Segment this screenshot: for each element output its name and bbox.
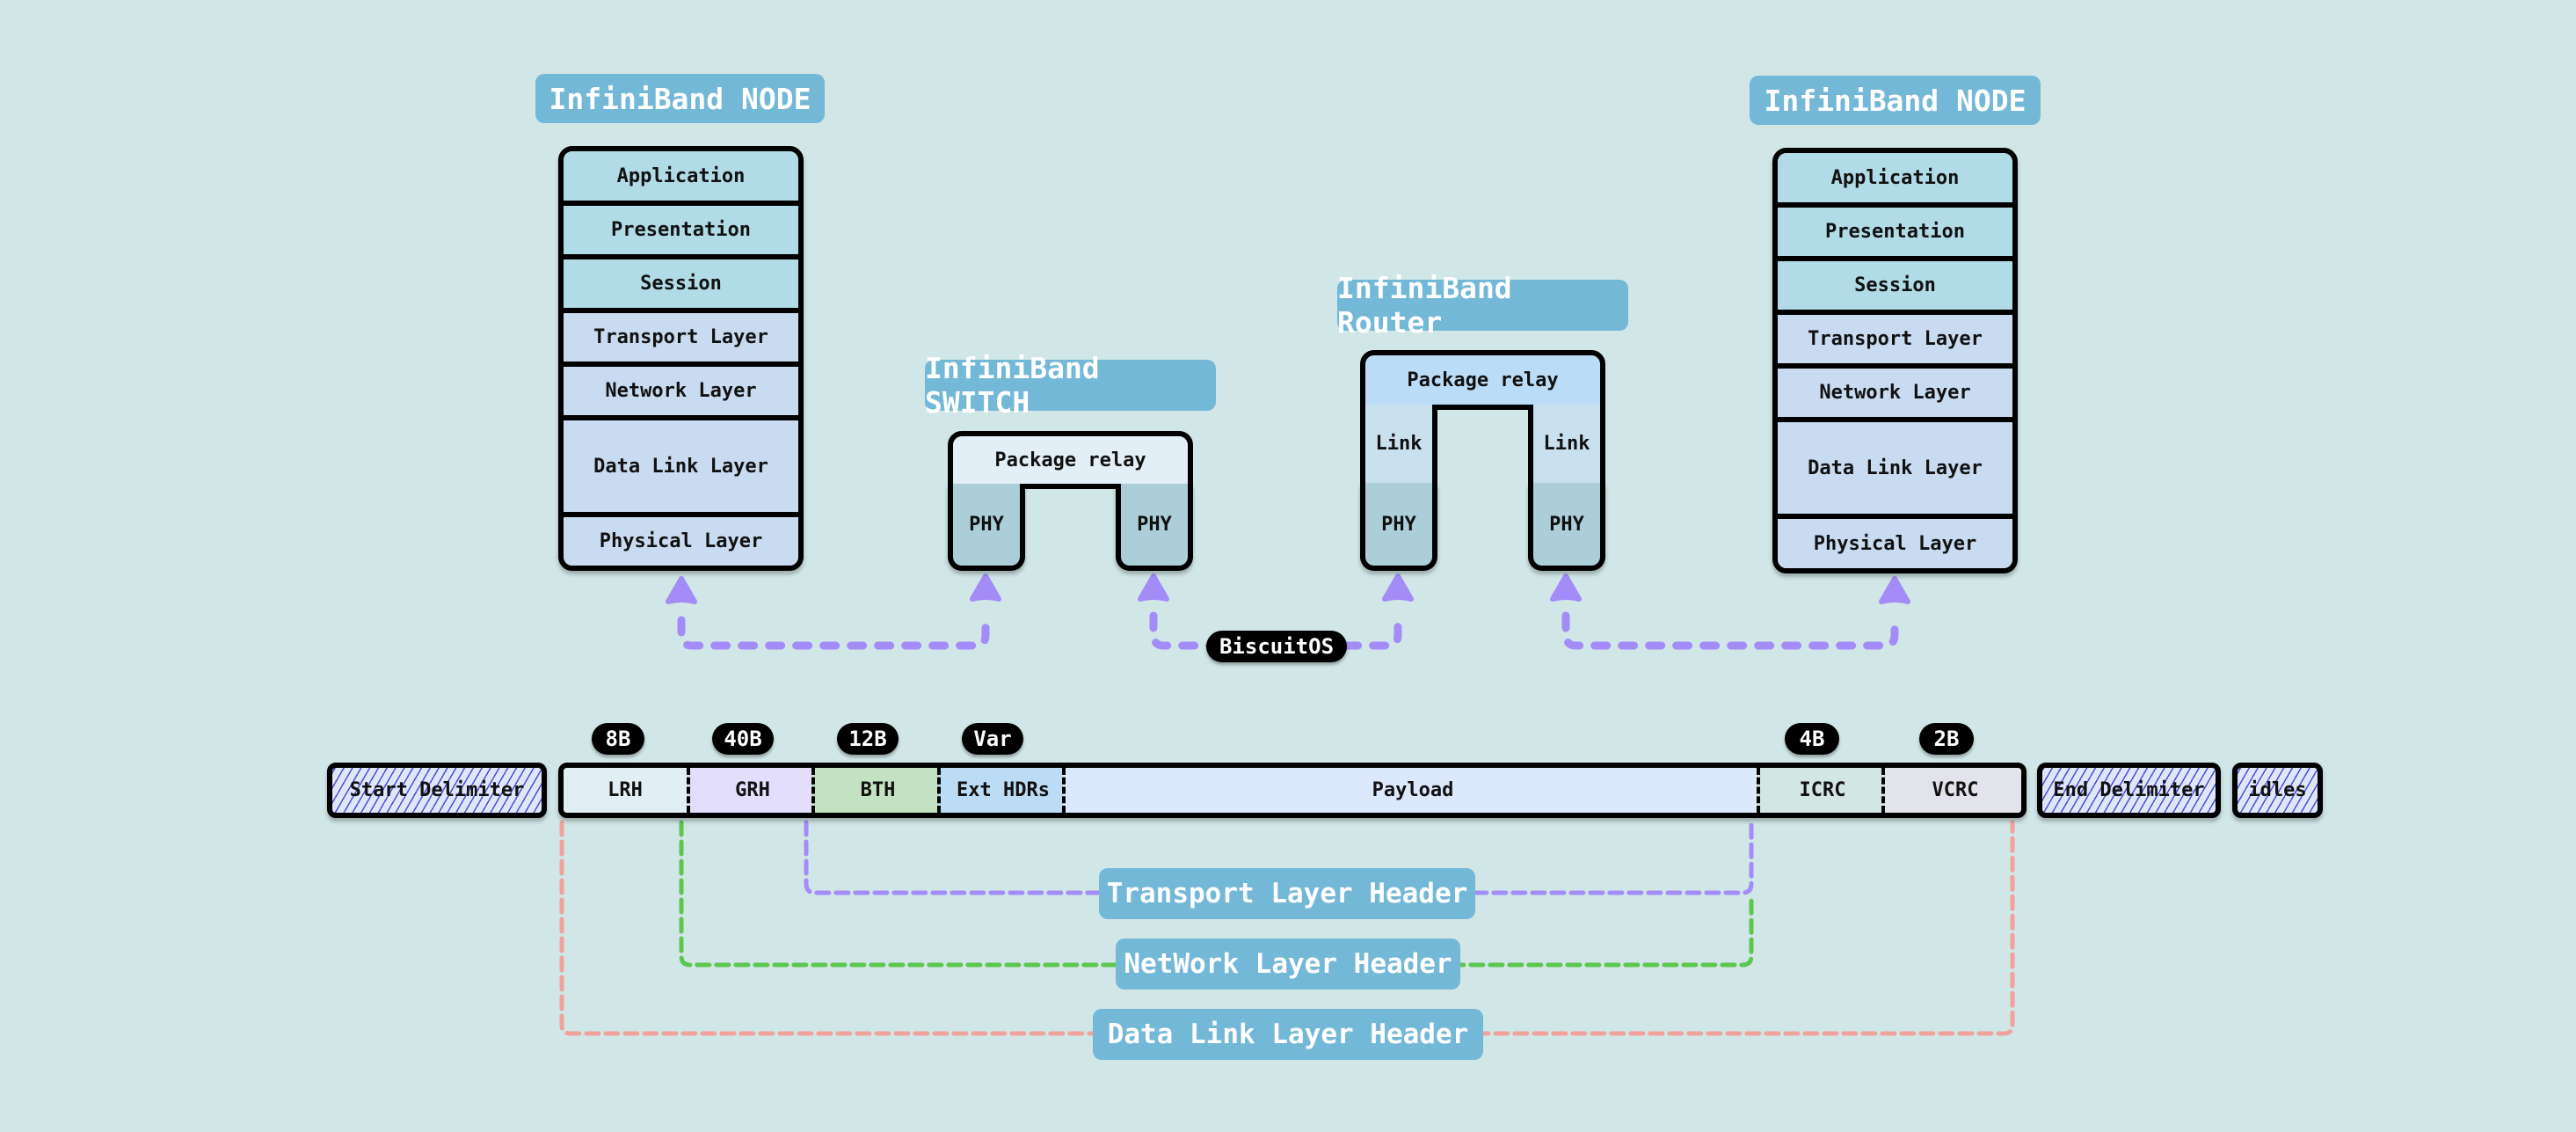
network-header-bracket: [679, 820, 1754, 968]
field-ext-hdrs: Ext HDRs: [937, 768, 1066, 813]
arrow-up-icon: [970, 573, 1001, 602]
field-bth: BTH: [811, 768, 941, 813]
packet-body: LRH GRH BTH Ext HDRs Payload ICRC VCRC: [558, 763, 2027, 818]
start-delimiter: Start Delimiter: [327, 763, 547, 818]
router-link-left: Link: [1360, 405, 1437, 488]
size-badge-lrh: 8B: [592, 723, 644, 755]
right-node-stack: Application Presentation Session Transpo…: [1772, 148, 2018, 573]
size-badge-grh: 40B: [712, 723, 774, 755]
transport-layer-header-label: Transport Layer Header: [1099, 868, 1475, 919]
layer-transport: Transport Layer: [1778, 315, 2012, 369]
router-link-right: Link: [1528, 405, 1605, 488]
end-delimiter: End Delimiter: [2037, 763, 2221, 818]
field-grh: GRH: [687, 768, 815, 813]
size-badge-bth: 12B: [837, 723, 899, 755]
field-vcrc: VCRC: [1881, 768, 2021, 813]
switch-package-relay: Package relay: [948, 431, 1193, 489]
connection-node-switch: [677, 611, 990, 650]
layer-session: Session: [564, 259, 798, 313]
router-package-relay: Package relay: [1360, 350, 1605, 410]
arrow-up-icon: [1382, 573, 1414, 602]
layer-session: Session: [1778, 261, 2012, 315]
arrow-up-icon: [1138, 573, 1169, 602]
router-phy-right: PHY: [1528, 483, 1605, 571]
left-node-stack: Application Presentation Session Transpo…: [558, 146, 804, 571]
router-title: InfiniBand Router: [1337, 271, 1628, 340]
layer-application: Application: [564, 151, 798, 206]
switch-title: InfiniBand SWITCH: [925, 351, 1216, 420]
connection-router-node: [1561, 611, 1899, 650]
network-layer-header-label: NetWork Layer Header: [1116, 938, 1460, 990]
idles: idles: [2232, 763, 2323, 818]
layer-network: Network Layer: [564, 367, 798, 420]
datalink-header-bracket: [559, 820, 2015, 1036]
size-badge-vcrc: 2B: [1919, 723, 1974, 755]
layer-datalink: Data Link Layer: [1778, 422, 2012, 519]
size-badge-ext-hdrs: Var: [962, 723, 1023, 755]
arrow-up-icon: [1879, 576, 1910, 604]
layer-physical: Physical Layer: [564, 517, 798, 566]
layer-application: Application: [1778, 153, 2012, 208]
arrow-up-icon: [666, 576, 697, 604]
switch-phy-left: PHY: [948, 484, 1025, 571]
left-node-title: InfiniBand NODE: [535, 74, 825, 123]
layer-physical: Physical Layer: [1778, 519, 2012, 568]
layer-transport: Transport Layer: [564, 313, 798, 367]
layer-presentation: Presentation: [1778, 208, 2012, 261]
layer-presentation: Presentation: [564, 206, 798, 259]
layer-network: Network Layer: [1778, 369, 2012, 422]
field-lrh: LRH: [564, 768, 687, 813]
datalink-layer-header-label: Data Link Layer Header: [1093, 1009, 1483, 1060]
arrow-up-icon: [1550, 573, 1582, 602]
size-badge-icrc: 4B: [1785, 723, 1839, 755]
field-icrc: ICRC: [1757, 768, 1885, 813]
biscuitos-badge: BiscuitOS: [1206, 631, 1347, 662]
right-node-title: InfiniBand NODE: [1750, 76, 2041, 125]
field-payload: Payload: [1062, 768, 1760, 813]
switch-phy-right: PHY: [1116, 484, 1193, 571]
layer-datalink: Data Link Layer: [564, 420, 798, 517]
router-phy-left: PHY: [1360, 483, 1437, 571]
